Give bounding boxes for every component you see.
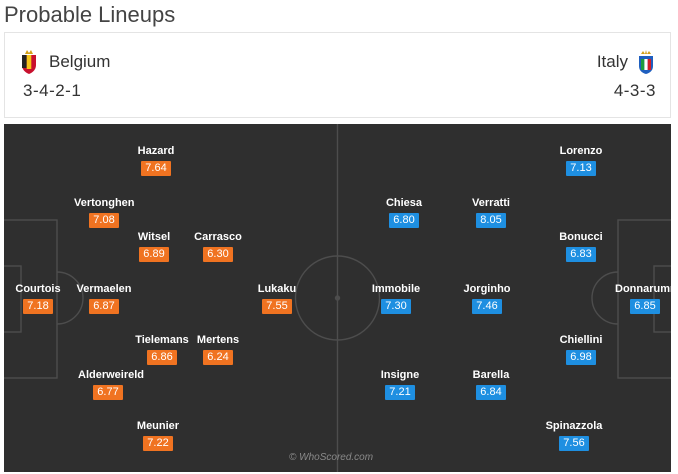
away-formation: 4-3-3: [613, 81, 656, 100]
watermark: © WhoScored.com: [289, 452, 374, 463]
player-rating: 6.80: [389, 213, 419, 228]
player-rating: 6.89: [139, 247, 169, 262]
player-rating: 8.05: [476, 213, 506, 228]
player-name: Meunier: [136, 420, 180, 432]
player-name: Immobile: [371, 283, 421, 295]
player-card[interactable]: Witsel 6.89: [124, 230, 184, 262]
player-card[interactable]: Carrasco 6.30: [188, 230, 248, 262]
player-rating: 6.83: [566, 247, 596, 262]
player-card[interactable]: Lukaku 7.55: [247, 282, 307, 314]
player-card[interactable]: Spinazzola 7.56: [544, 419, 604, 451]
player-rating: 7.13: [566, 161, 596, 176]
player-name: Bonucci: [559, 231, 603, 243]
player-name: Vermaelen: [76, 283, 132, 295]
player-name: Barella: [472, 369, 510, 381]
player-card[interactable]: Chiesa 6.80: [374, 196, 434, 228]
player-name: Verratti: [472, 197, 510, 209]
player-name: Carrasco: [194, 231, 242, 243]
player-name: Donnarumma: [615, 283, 671, 295]
pitch-markings: [4, 124, 671, 472]
player-card[interactable]: Barella 6.84: [461, 368, 521, 400]
player-card[interactable]: Meunier 7.22: [128, 419, 188, 451]
player-card[interactable]: Insigne 7.21: [370, 368, 430, 400]
football-pitch: Hazard 7.64 Vertonghen 7.08 Witsel 6.89 …: [4, 124, 671, 472]
player-name: Mertens: [196, 334, 240, 346]
lineup-header: Belgium 3-4-2-1 Italy 4-3-3: [4, 32, 671, 118]
player-rating: 6.24: [203, 350, 233, 365]
player-rating: 7.22: [143, 436, 173, 451]
player-card[interactable]: Donnarumma 6.85: [615, 282, 671, 314]
player-card[interactable]: Vermaelen 6.87: [74, 282, 134, 314]
player-name: Chiesa: [385, 197, 423, 209]
italy-crest-icon: [636, 49, 656, 75]
player-name: Jorginho: [463, 283, 511, 295]
away-team-name: Italy: [596, 52, 628, 71]
player-rating: 6.85: [630, 299, 660, 314]
page-title: Probable Lineups: [4, 2, 176, 27]
player-name: Chiellini: [559, 334, 603, 346]
player-card[interactable]: Alderweireld 6.77: [78, 368, 145, 400]
player-rating: 6.77: [93, 385, 123, 400]
player-rating: 7.56: [559, 436, 589, 451]
player-rating: 7.30: [381, 299, 411, 314]
player-card[interactable]: Bonucci 6.83: [551, 230, 611, 262]
player-rating: 7.64: [141, 161, 171, 176]
player-name: Witsel: [137, 231, 171, 243]
home-team[interactable]: Belgium: [19, 49, 110, 75]
player-rating: 6.87: [89, 299, 119, 314]
player-rating: 6.30: [203, 247, 233, 262]
player-card[interactable]: Tielemans 6.86: [132, 333, 192, 365]
player-card[interactable]: Verratti 8.05: [461, 196, 521, 228]
player-card[interactable]: Jorginho 7.46: [457, 282, 517, 314]
player-card[interactable]: Vertonghen 7.08: [74, 196, 135, 228]
home-team-name: Belgium: [49, 52, 111, 71]
player-name: Spinazzola: [545, 420, 603, 432]
player-rating: 7.46: [472, 299, 502, 314]
home-formation: 3-4-2-1: [23, 81, 82, 100]
away-team[interactable]: Italy: [597, 49, 656, 75]
player-name: Lukaku: [257, 283, 297, 295]
player-name: Hazard: [137, 145, 175, 157]
player-rating: 6.86: [147, 350, 177, 365]
player-card[interactable]: Chiellini 6.98: [551, 333, 611, 365]
player-rating: 6.98: [566, 350, 596, 365]
player-card[interactable]: Immobile 7.30: [366, 282, 426, 314]
player-rating: 7.55: [262, 299, 292, 314]
player-card[interactable]: Courtois 7.18: [8, 282, 68, 314]
player-name: Alderweireld: [78, 369, 145, 381]
player-card[interactable]: Hazard 7.64: [126, 144, 186, 176]
player-card[interactable]: Lorenzo 7.13: [551, 144, 611, 176]
player-name: Courtois: [15, 283, 61, 295]
player-name: Insigne: [380, 369, 420, 381]
player-name: Vertonghen: [74, 197, 135, 209]
belgium-crest-icon: [19, 49, 39, 75]
player-card[interactable]: Mertens 6.24: [188, 333, 248, 365]
player-name: Lorenzo: [559, 145, 603, 157]
player-rating: 7.21: [385, 385, 415, 400]
player-rating: 6.84: [476, 385, 506, 400]
player-rating: 7.18: [23, 299, 53, 314]
player-rating: 7.08: [89, 213, 119, 228]
player-name: Tielemans: [135, 334, 189, 346]
